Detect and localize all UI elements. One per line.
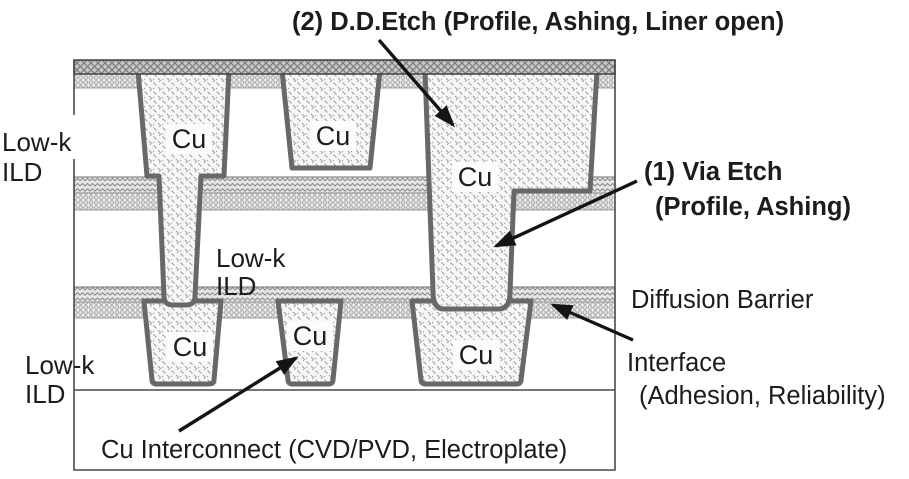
cu-label-upper-right: Cu [458, 162, 493, 192]
cu-label-upper-middle: Cu [316, 121, 351, 151]
annotation-via-etch-line1: (1) Via Etch [644, 158, 782, 186]
arrow-cu-interconnect [178, 356, 299, 433]
ild-label-lower-line2: ILD [25, 379, 65, 409]
label-backplate-upper [0, 115, 81, 159]
annotation-cu-interconnect: Cu Interconnect (CVD/PVD, Electroplate) [101, 436, 567, 464]
cu-label-backplate [166, 124, 212, 154]
annotation-via-etch-line2: (Profile, Ashing) [655, 193, 851, 221]
dd-structure-right-trench-via [422, 67, 600, 312]
annotation-interface-line2: (Adhesion, Reliability) [639, 382, 886, 410]
cap-layer [73, 59, 616, 75]
arrow-interface-barrier [550, 303, 634, 342]
label-backplate-lower [0, 336, 72, 392]
ild-label-middle-line1: Low-k [216, 243, 286, 273]
annotation-interface-line1: Interface [627, 349, 726, 377]
cu-label-upper-left: Cu [172, 124, 207, 154]
cu-label-backplate [167, 332, 213, 362]
mid-etch-stop-layer [73, 192, 616, 211]
arrow-via-etch [493, 179, 638, 248]
cu-label-backplate [452, 162, 498, 192]
cu-label-backplate [310, 121, 356, 151]
cu-label-lower-1: Cu [173, 332, 208, 362]
cu-label-backplate [453, 340, 499, 370]
annotation-diffusion-barrier: Diffusion Barrier [631, 286, 814, 314]
cu-label-lower-3: Cu [459, 340, 494, 370]
arrow-dd-etch [377, 38, 455, 128]
cu-trench-middle [279, 67, 383, 171]
cu-label-backplate [287, 321, 333, 351]
ild-label-upper-line2: ILD [2, 157, 42, 187]
ild-label-lower-line1: Low-k [25, 350, 95, 380]
annotation-dd-etch: (2) D.D.Etch (Profile, Ashing, Liner ope… [292, 8, 784, 36]
figure-frame [73, 60, 616, 471]
cu-label-lower-2: Cu [293, 321, 328, 351]
ild-label-upper-line1: Low-k [2, 127, 72, 157]
ild-label-middle-line2: ILD [216, 271, 256, 301]
